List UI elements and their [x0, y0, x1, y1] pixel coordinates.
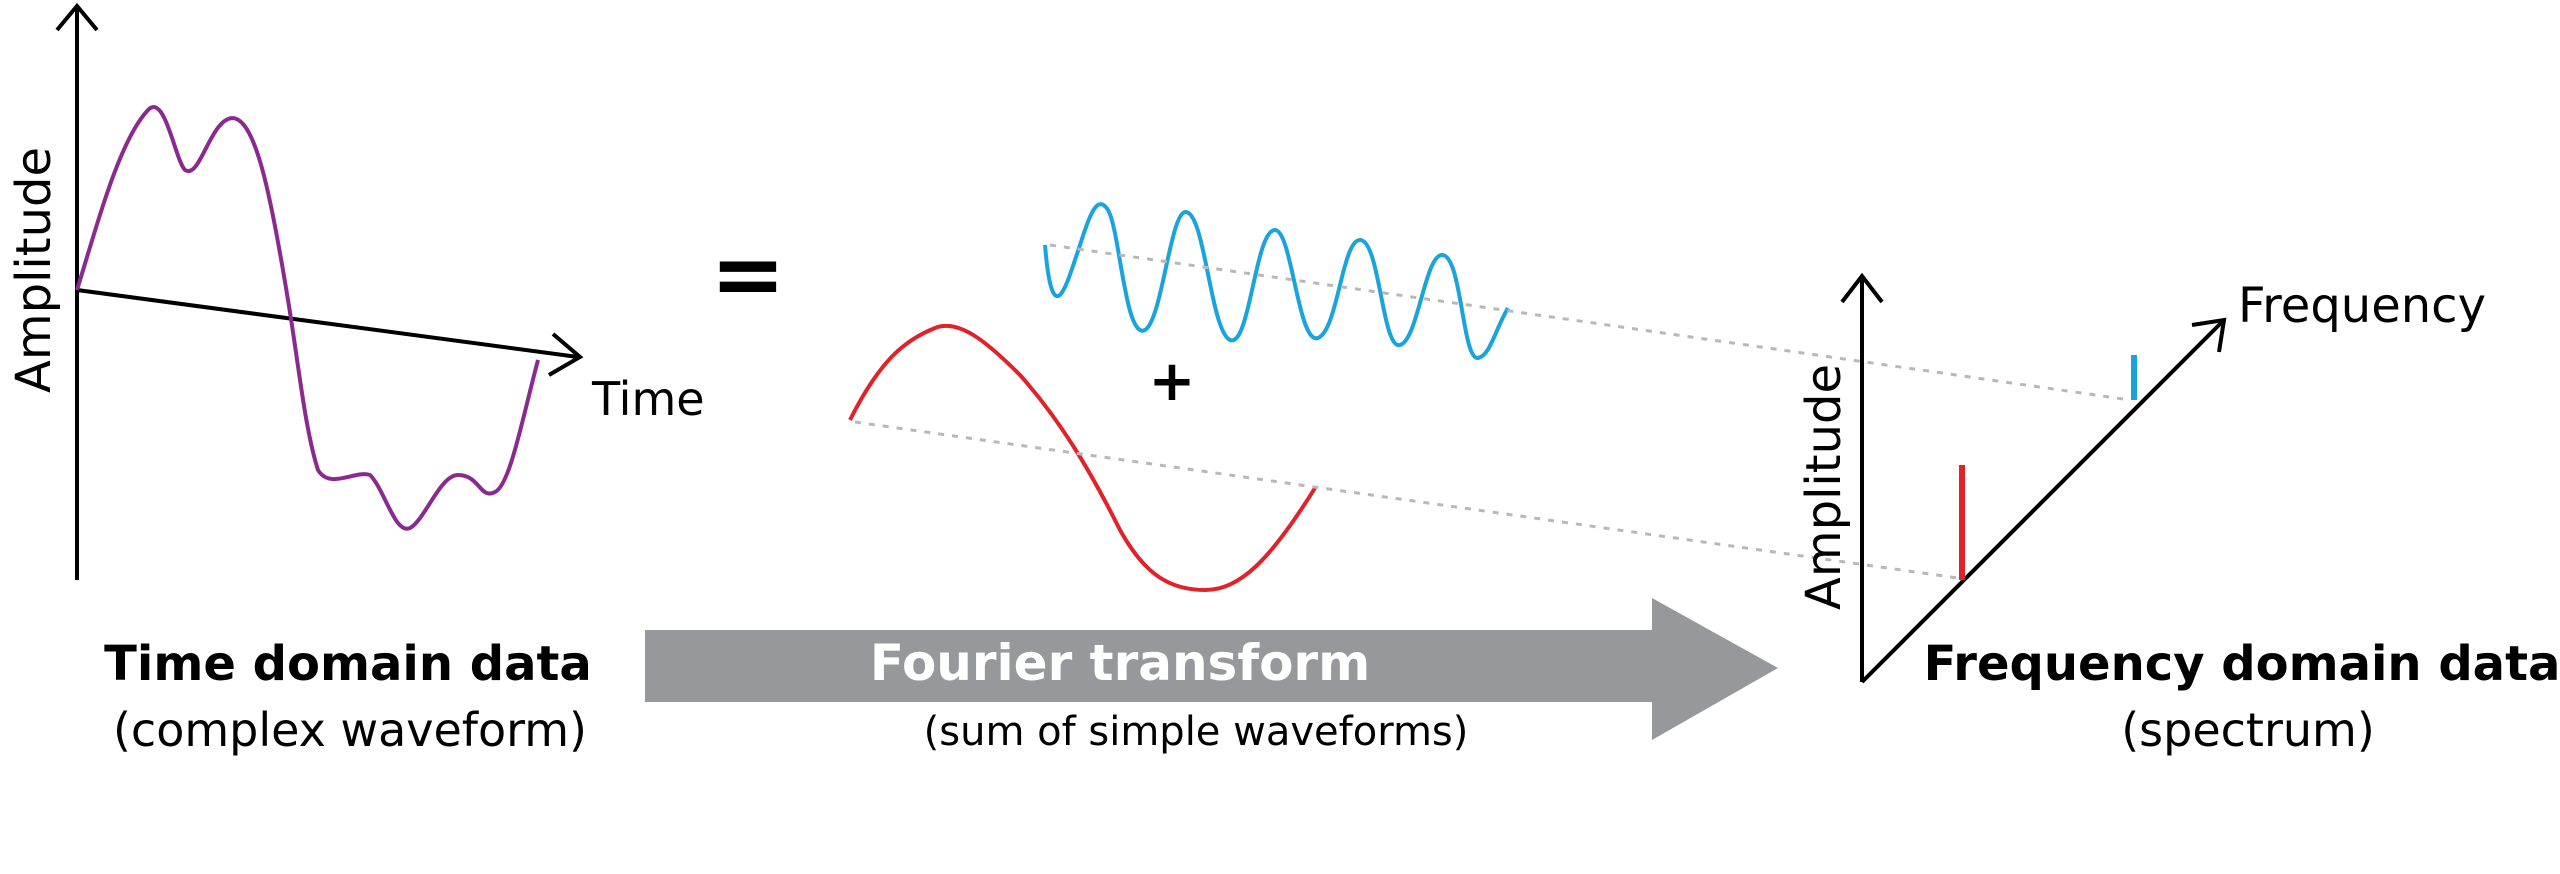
plus-sign: +: [1149, 349, 1196, 414]
high-frequency-waveform: [1043, 202, 1510, 360]
time-domain-subtitle: (complex waveform): [113, 703, 587, 757]
transform-arrow-shape: [645, 598, 1778, 740]
fourier-transform-arrow: Fourier transform (sum of simple wavefor…: [645, 598, 1778, 755]
frequency-x-axis-label: Frequency: [2238, 278, 2486, 334]
equals-sign: =: [710, 222, 785, 327]
transform-label: Fourier transform: [870, 634, 1370, 692]
frequency-amplitude-axis-arrowhead: [1840, 272, 1884, 304]
low-frequency-guide-line: [854, 420, 1959, 580]
time-x-axis-arrowhead: [547, 332, 584, 377]
transform-sublabel: (sum of simple waveforms): [924, 709, 1469, 755]
time-domain-panel: Amplitude Time Time domain data (complex…: [6, 2, 705, 757]
high-frequency-guide-line: [1049, 243, 2131, 402]
frequency-axis-arrowhead: [2191, 317, 2227, 353]
guide-lines: [854, 243, 2131, 580]
frequency-axis: [1860, 320, 2224, 684]
frequency-domain-panel: Amplitude Frequency Frequency domain dat…: [1796, 272, 2560, 757]
frequency-domain-subtitle: (spectrum): [2121, 703, 2375, 757]
time-y-axis-arrowhead: [55, 2, 99, 32]
frequency-domain-title: Frequency domain data: [1924, 636, 2560, 692]
frequency-y-axis-label: Amplitude: [1796, 364, 1852, 610]
time-x-axis: [76, 288, 579, 359]
time-domain-title: Time domain data: [104, 636, 592, 692]
time-y-axis-label: Amplitude: [6, 147, 62, 393]
complex-waveform: [75, 105, 540, 531]
low-frequency-waveform: [848, 324, 1317, 593]
time-x-axis-label: Time: [591, 372, 705, 426]
